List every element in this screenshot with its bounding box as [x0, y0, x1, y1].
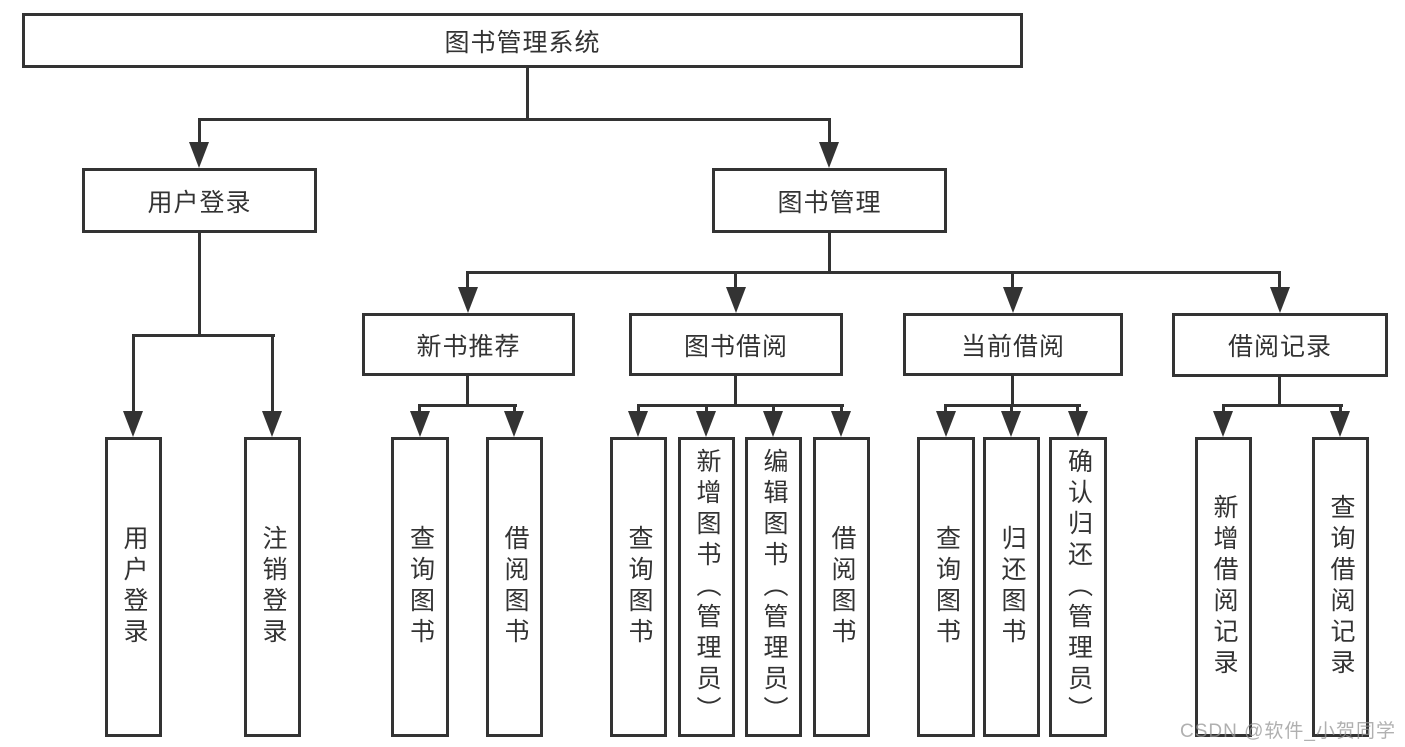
- connector-line: [526, 68, 529, 120]
- connector-line: [828, 233, 831, 274]
- arrow-down-icon: [696, 411, 716, 437]
- connector-line: [1278, 271, 1281, 289]
- node-leaf-query-books-recommend: 查询图书: [391, 437, 449, 737]
- connector-line: [1339, 404, 1342, 414]
- arrow-down-icon: [936, 411, 956, 437]
- connector-line: [198, 118, 831, 121]
- connector-line: [513, 404, 516, 414]
- connector-line: [1011, 271, 1014, 289]
- connector-line: [734, 376, 737, 407]
- node-book-borrowing: 图书借阅: [629, 313, 843, 376]
- arrow-down-icon: [628, 411, 648, 437]
- node-current-borrowing: 当前借阅: [903, 313, 1123, 376]
- arrow-down-icon: [1001, 411, 1021, 437]
- arrow-down-icon: [504, 411, 524, 437]
- arrow-down-icon: [1068, 411, 1088, 437]
- watermark: CSDN @软件_小贺同学: [1180, 721, 1396, 742]
- connector-line: [840, 404, 843, 414]
- connector-line: [418, 404, 517, 407]
- connector-line: [1222, 404, 1343, 407]
- node-leaf-confirm-return-admin: 确认归还（管理员）: [1049, 437, 1107, 737]
- connector-line: [466, 376, 469, 407]
- arrow-down-icon: [1330, 411, 1350, 437]
- connector-line: [1010, 404, 1013, 414]
- connector-line: [734, 271, 737, 289]
- node-borrowing-records: 借阅记录: [1172, 313, 1388, 377]
- connector-line: [637, 404, 844, 407]
- arrow-down-icon: [1270, 287, 1290, 313]
- node-leaf-edit-books-admin: 编辑图书（管理员）: [745, 437, 802, 737]
- node-library-system: 图书管理系统: [22, 13, 1023, 68]
- connector-line: [466, 271, 469, 289]
- node-leaf-query-borrow-record: 查询借阅记录: [1312, 437, 1369, 737]
- node-leaf-return-books: 归还图书: [983, 437, 1040, 737]
- node-leaf-user-login: 用户登录: [105, 437, 162, 737]
- connector-line: [466, 271, 1281, 274]
- connector-line: [637, 404, 640, 414]
- connector-line: [1222, 404, 1225, 414]
- connector-line: [132, 334, 275, 337]
- connector-line: [772, 404, 775, 414]
- connector-line: [271, 334, 274, 413]
- connector-line: [132, 334, 135, 413]
- node-user-login: 用户登录: [82, 168, 317, 233]
- connector-line: [944, 404, 947, 414]
- node-leaf-logout: 注销登录: [244, 437, 301, 737]
- arrow-down-icon: [726, 287, 746, 313]
- node-leaf-add-borrow-record: 新增借阅记录: [1195, 437, 1252, 737]
- connector-line: [198, 233, 201, 337]
- arrow-down-icon: [410, 411, 430, 437]
- node-new-book-recommend: 新书推荐: [362, 313, 575, 376]
- arrow-down-icon: [819, 142, 839, 168]
- node-leaf-borrow-books-recommend: 借阅图书: [486, 437, 543, 737]
- arrow-down-icon: [189, 142, 209, 168]
- connector-line: [828, 118, 831, 145]
- node-leaf-query-books-borrowing: 查询图书: [610, 437, 667, 737]
- arrow-down-icon: [831, 411, 851, 437]
- connector-line: [418, 404, 421, 414]
- connector-line: [705, 404, 708, 414]
- arrow-down-icon: [123, 411, 143, 437]
- arrow-down-icon: [262, 411, 282, 437]
- arrow-down-icon: [1213, 411, 1233, 437]
- arrow-down-icon: [1003, 287, 1023, 313]
- arrow-down-icon: [763, 411, 783, 437]
- connector-line: [1011, 376, 1014, 407]
- connector-line: [1278, 377, 1281, 407]
- connector-line: [198, 118, 201, 145]
- node-leaf-query-books-current: 查询图书: [917, 437, 975, 737]
- node-book-management: 图书管理: [712, 168, 947, 233]
- node-leaf-add-books-admin: 新增图书（管理员）: [678, 437, 735, 737]
- node-leaf-borrow-books-borrowing: 借阅图书: [813, 437, 870, 737]
- connector-line: [1076, 404, 1079, 414]
- arrow-down-icon: [458, 287, 478, 313]
